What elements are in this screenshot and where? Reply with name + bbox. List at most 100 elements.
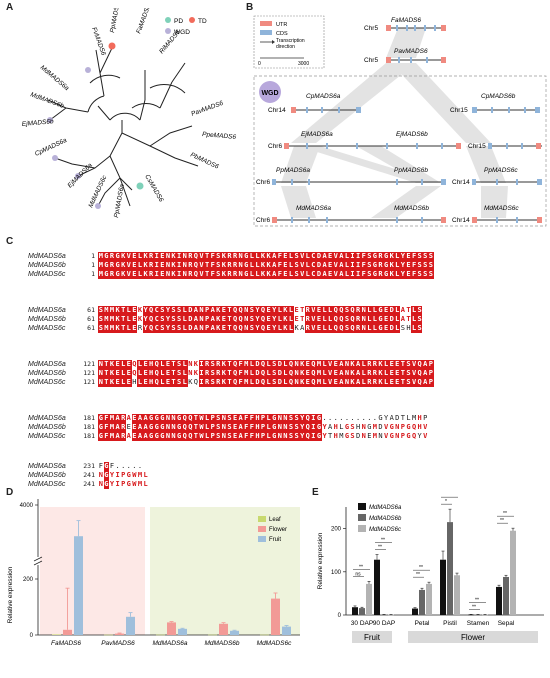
leaf-label: PbMADS6: [189, 151, 220, 170]
leaf-label: PpeMADS6: [202, 131, 237, 141]
node-wgd: [85, 67, 91, 73]
bar: [440, 559, 446, 615]
sequence-name: MdMADS6c: [28, 325, 66, 332]
chr-label: Chr6: [256, 179, 270, 186]
wgd-badge: [259, 81, 281, 103]
sig-label: **: [416, 572, 420, 578]
x-tick-label: Petal: [415, 620, 430, 627]
y-tick-label: 0: [30, 633, 34, 639]
legend-label: MdMADS6a: [369, 505, 402, 511]
y-tick-label: 4000: [20, 503, 34, 509]
x-tick-label: Pistil: [443, 620, 457, 627]
legend-label: Flower: [269, 527, 287, 533]
sequence-residues: SMMKTLEKYQCSYSSLDANPAKETQQNSYQEYLKLETRVE…: [98, 315, 423, 324]
x-tick-label: Stamen: [467, 620, 490, 627]
legend-label: MdMADS6b: [369, 516, 402, 522]
bar: [156, 634, 165, 636]
node-td: [108, 42, 116, 50]
sig-label: *: [448, 495, 450, 498]
group-label: Flower: [461, 633, 485, 642]
legend-wgd-label: WGD: [174, 29, 190, 36]
sequence-residues: NTKELEQLEHQLETSLNKIRSRKTQFMLDQLSDLQNKEQM…: [98, 369, 434, 378]
sequence-position: 231: [83, 462, 95, 470]
gene-label: PpMADS6c: [484, 167, 518, 174]
bar: [381, 614, 387, 616]
legend-swatch: [258, 536, 266, 542]
sequence-residues: MGRGKVELKRIENKINRQVTFSKRRNGLLKKAFELSVLCD…: [98, 270, 434, 279]
sequence-residues: GFMARAEAAGGGNNGQQTWLPSNSEAFFHPLGNNSSYQIG…: [98, 414, 428, 423]
legend-swatch: [358, 525, 366, 532]
bar: [374, 559, 380, 615]
bar: [52, 634, 61, 635]
x-tick-label: 90 DAP: [373, 620, 395, 627]
sequence-position: 121: [83, 360, 95, 368]
sequence-name: MdMADS6a: [28, 415, 66, 422]
sequence-position: 1: [91, 252, 95, 260]
sequence-position: 1: [91, 261, 95, 269]
x-tick-label: MdMADS6a: [152, 640, 187, 647]
node-wgd: [52, 155, 58, 161]
wgd-box: [253, 75, 547, 227]
tree-branches: [47, 47, 199, 207]
sig-label: **: [475, 597, 479, 603]
gene-label: CpMADS6b: [481, 93, 516, 100]
gene-structure-diagram: UTR CDS Transcription direction 0 3000 W…: [253, 15, 547, 227]
sequence-position: 181: [83, 423, 95, 431]
y-tick-label: 100: [331, 570, 342, 576]
sig-label: ns: [355, 571, 361, 577]
sequence-position: 1: [91, 270, 95, 278]
bar: [366, 583, 372, 615]
utr-swatch: [260, 21, 272, 26]
bar: [271, 598, 280, 635]
group-band: [408, 631, 538, 643]
cds-label: CDS: [276, 31, 288, 37]
legend-label: Leaf: [269, 517, 281, 523]
leaf-label: MdMADS6b: [29, 91, 65, 110]
synteny-ribbons: [281, 28, 508, 218]
sequence-name: MdMADS6a: [28, 253, 66, 260]
chr-label: Chr5: [364, 57, 378, 64]
bar: [260, 634, 269, 636]
sig-label: **: [359, 564, 363, 570]
sequence-residues: SMMKTLEKYQCSYSSLDANPAKETQQNSYQEYLKLETRVE…: [98, 306, 423, 315]
sequence-name: MdMADS6c: [28, 433, 66, 440]
legend-td-label: TD: [198, 18, 207, 25]
gene-rows: FaMADS6 Chr5 PavMADS6 Chr5 CpMADS6a CpMA…: [256, 17, 542, 224]
bar: [475, 614, 481, 616]
sequence-name: MdMADS6a: [28, 361, 66, 368]
sequence-name: MdMADS6a: [28, 307, 66, 314]
panel-label-a: A: [6, 2, 14, 13]
leaf-label: PpMADS6: [109, 8, 121, 33]
leaf-label: PpMADS6a: [113, 183, 126, 218]
legend-swatch: [358, 514, 366, 521]
sig-label: **: [500, 518, 504, 524]
chr-label: Chr14: [452, 217, 470, 224]
sig-label: **: [472, 604, 476, 610]
sequence-position: 121: [83, 378, 95, 386]
scale-0: 0: [258, 61, 261, 67]
sequence-position: 121: [83, 369, 95, 377]
x-tick-label: MdMADS6b: [204, 640, 239, 647]
leaf-label: FaMADS6: [135, 8, 152, 35]
bar: [468, 614, 474, 616]
sequence-position: 241: [83, 480, 95, 488]
gene-label: PavMADS6: [394, 48, 428, 55]
sig-label: *: [445, 499, 447, 505]
gene-label: MdMADS6b: [394, 205, 429, 212]
group-band: [352, 631, 392, 643]
leaf-label: EjMADS6b: [22, 118, 55, 128]
sequence-residues: FGF.....: [98, 462, 143, 471]
bar: [63, 629, 72, 635]
bar: [510, 530, 516, 615]
tree-nodes: [47, 42, 144, 209]
gene-legend: UTR CDS Transcription direction 0 3000: [253, 15, 325, 69]
bar: [167, 622, 176, 635]
sequence-residues: NGYIPGWML: [98, 471, 148, 480]
sequence-position: 181: [83, 432, 95, 440]
